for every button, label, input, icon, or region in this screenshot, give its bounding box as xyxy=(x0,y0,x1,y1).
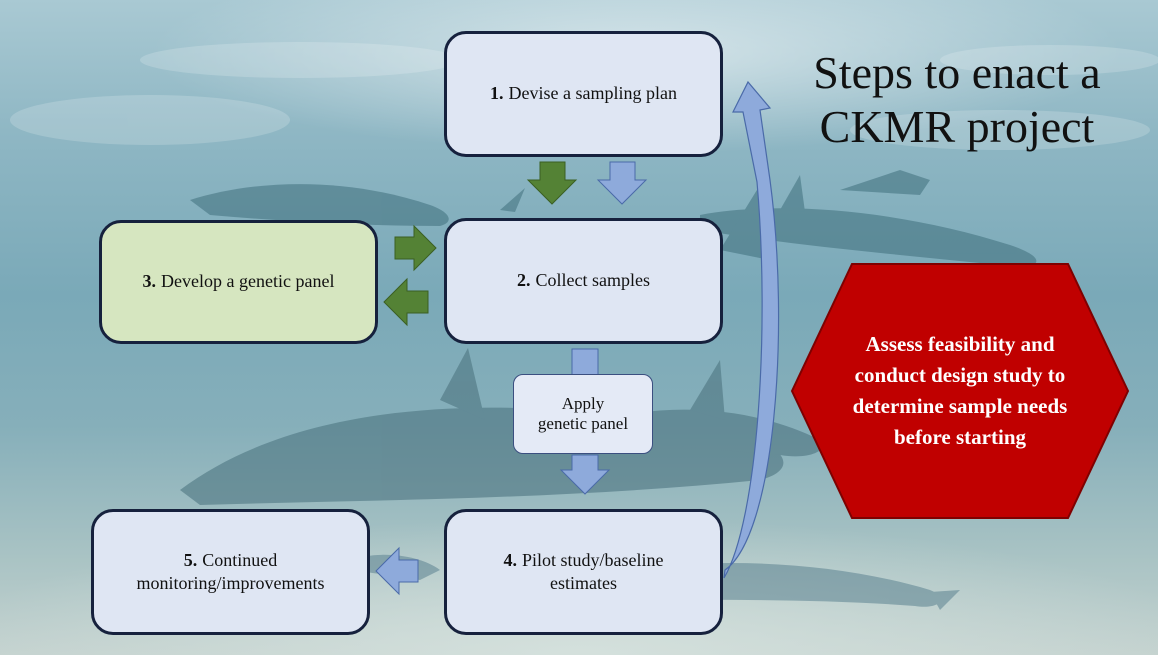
step-number: 2. xyxy=(517,270,531,291)
step-4-box: 4.Pilot study/baseline estimates xyxy=(444,509,723,635)
step-number: 3. xyxy=(142,271,157,292)
step-number: 4. xyxy=(503,549,518,570)
green-down-arrow-icon xyxy=(526,161,578,205)
step-label: Collect samples xyxy=(535,270,650,291)
green-right-arrow-icon xyxy=(394,224,437,272)
step-1-box: 1.Devise a sampling plan xyxy=(444,31,723,157)
apply-box-line-1: Apply xyxy=(561,393,605,413)
step-label: Pilot study/baseline estimates xyxy=(522,549,664,593)
hexagon-shape xyxy=(790,263,1130,519)
title-line-2: CKMR project xyxy=(819,101,1095,152)
title-line-1: Steps to enact a xyxy=(813,47,1101,98)
hexagon-text: Assess feasibility and conduct design st… xyxy=(852,332,1068,449)
blue-down-arrow-icon xyxy=(596,161,648,205)
step-5-box: 5.Continued monitoring/improvements xyxy=(91,509,370,635)
blue-down-arrow-icon xyxy=(559,454,611,495)
step-label: Develop a genetic panel xyxy=(161,271,335,292)
step-label: Continued monitoring/improvements xyxy=(136,549,325,593)
green-left-arrow-icon xyxy=(383,277,429,327)
step-2-box: 2.Collect samples xyxy=(444,218,723,344)
step-label: Devise a sampling plan xyxy=(508,83,677,104)
step-3-box: 3.Develop a genetic panel xyxy=(99,220,378,344)
step-number: 5. xyxy=(183,549,198,570)
apply-box-line-2: genetic panel xyxy=(537,414,629,433)
blue-left-arrow-icon xyxy=(375,546,419,596)
feasibility-hexagon: Assess feasibility and conduct design st… xyxy=(790,262,1130,520)
step-number: 1. xyxy=(490,83,504,104)
curved-return-arrow-icon xyxy=(723,80,780,579)
blue-connector-arrow-icon xyxy=(571,348,599,376)
slide-title: Steps to enact a CKMR project xyxy=(762,46,1152,154)
apply-genetic-panel-box: Apply genetic panel xyxy=(513,374,653,454)
